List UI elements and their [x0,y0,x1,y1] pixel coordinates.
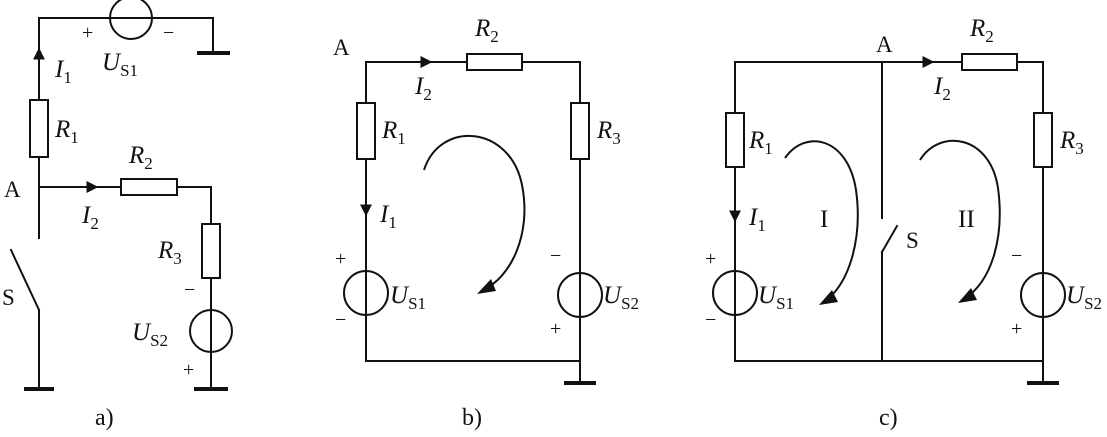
source-us1-plus: + [705,248,716,270]
source-us2 [557,272,603,318]
current-i2-label: I2 [81,202,99,233]
source-us1 [712,270,758,316]
source-us2-plus: + [550,318,561,340]
resistor-r3-label: R3 [596,117,621,148]
resistor-r2 [961,53,1018,71]
current-i1-label: I1 [379,201,397,232]
switch-blade [880,224,899,254]
source-us2-label: US2 [132,319,168,350]
switch-label: S [906,228,919,253]
node-a-label: A [876,32,893,57]
resistor-r3 [201,223,221,279]
source-us1 [343,270,389,316]
source-us2-minus: − [550,245,561,267]
resistor-r2-label: R2 [128,142,153,173]
source-us1-plus: + [335,248,346,270]
source-us2 [1020,272,1066,318]
source-us1-minus: − [705,309,716,331]
panel-caption: a) [95,405,114,431]
resistor-r1 [29,99,49,158]
resistor-r3-label: R3 [157,237,182,268]
source-us1-label: US1 [390,282,426,313]
panel-b: A R2 I2 R1 R3 I1 + − US1 − + US2 b) [333,15,639,431]
resistor-r2 [466,53,523,71]
source-us2-label: US2 [603,282,639,313]
source-us1-label: US1 [102,49,138,80]
source-us2 [189,309,233,353]
source-us2-minus: − [1011,245,1022,267]
resistor-r2 [120,178,178,196]
current-i2-label: I2 [933,73,951,104]
resistor-r1-label: R1 [748,127,773,158]
current-i1-label: I1 [748,204,766,235]
source-us1-label: US1 [758,282,794,313]
panel-a: + − I1 US1 R1 R2 A I2 R3 − US2 + S a) [2,0,233,431]
switch-label: S [2,285,15,310]
resistor-r3 [570,102,590,160]
resistor-r1-label: R1 [54,116,79,147]
resistor-r3 [1033,112,1053,168]
resistor-r1-label: R1 [381,117,406,148]
resistor-r1 [725,112,745,168]
current-i2-label: I2 [414,73,432,104]
panel-caption: b) [462,405,482,431]
node-a-label: A [333,35,350,60]
source-us2-minus: − [184,279,195,301]
loop-arrow-i [784,140,859,305]
panel-c: A R2 I2 R1 R3 I1 I II S + − US1 − + US2 … [705,15,1102,431]
node-a-label: A [4,177,21,202]
source-us1-minus: − [335,309,346,331]
loop-i-label: I [820,206,828,233]
resistor-r2-label: R2 [969,15,994,46]
source-us1 [109,0,153,40]
loop-arrow-ii [919,139,1001,303]
resistor-r3-label: R3 [1059,127,1084,158]
source-us2-plus: + [1011,318,1022,340]
source-us2-plus: + [183,359,194,381]
panel-caption: c) [879,405,898,431]
resistor-r1 [356,102,376,160]
source-us1-minus: − [163,22,174,44]
source-us1-plus: + [82,22,93,44]
panel-c-wires [734,61,1044,384]
current-i1-label: I1 [54,56,72,87]
resistor-r2-label: R2 [474,15,499,46]
switch-blade [9,248,41,312]
loop-arrow [423,135,526,294]
source-us2-label: US2 [1066,282,1102,313]
loop-ii-label: II [958,206,975,233]
panel-b-wires [365,61,581,384]
